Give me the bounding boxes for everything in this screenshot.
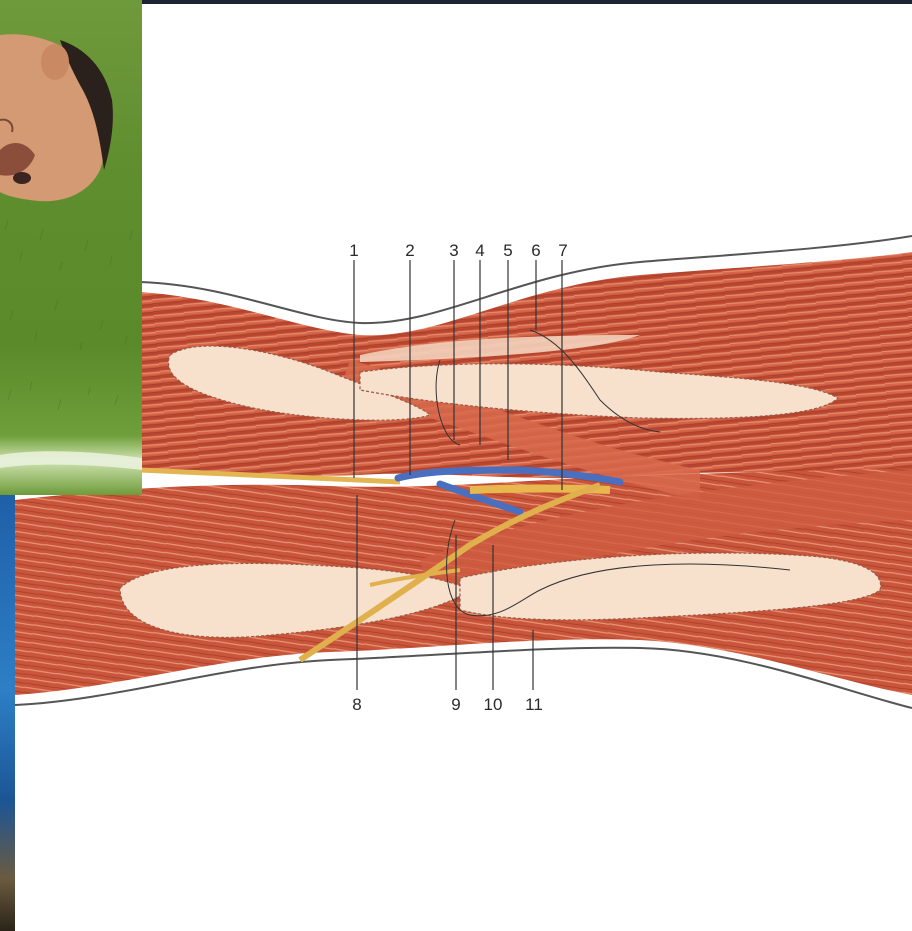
label-10: 10 xyxy=(484,695,503,714)
label-3: 3 xyxy=(449,241,458,260)
label-1: 1 xyxy=(349,241,358,260)
athlete-photo xyxy=(0,0,142,495)
label-7: 7 xyxy=(558,241,567,260)
label-6: 6 xyxy=(531,241,540,260)
label-4: 4 xyxy=(475,241,484,260)
label-11: 11 xyxy=(525,695,543,714)
label-9: 9 xyxy=(451,695,460,714)
label-2: 2 xyxy=(405,241,414,260)
athlete-face-image xyxy=(0,0,142,495)
label-5: 5 xyxy=(503,241,512,260)
label-8: 8 xyxy=(352,695,361,714)
